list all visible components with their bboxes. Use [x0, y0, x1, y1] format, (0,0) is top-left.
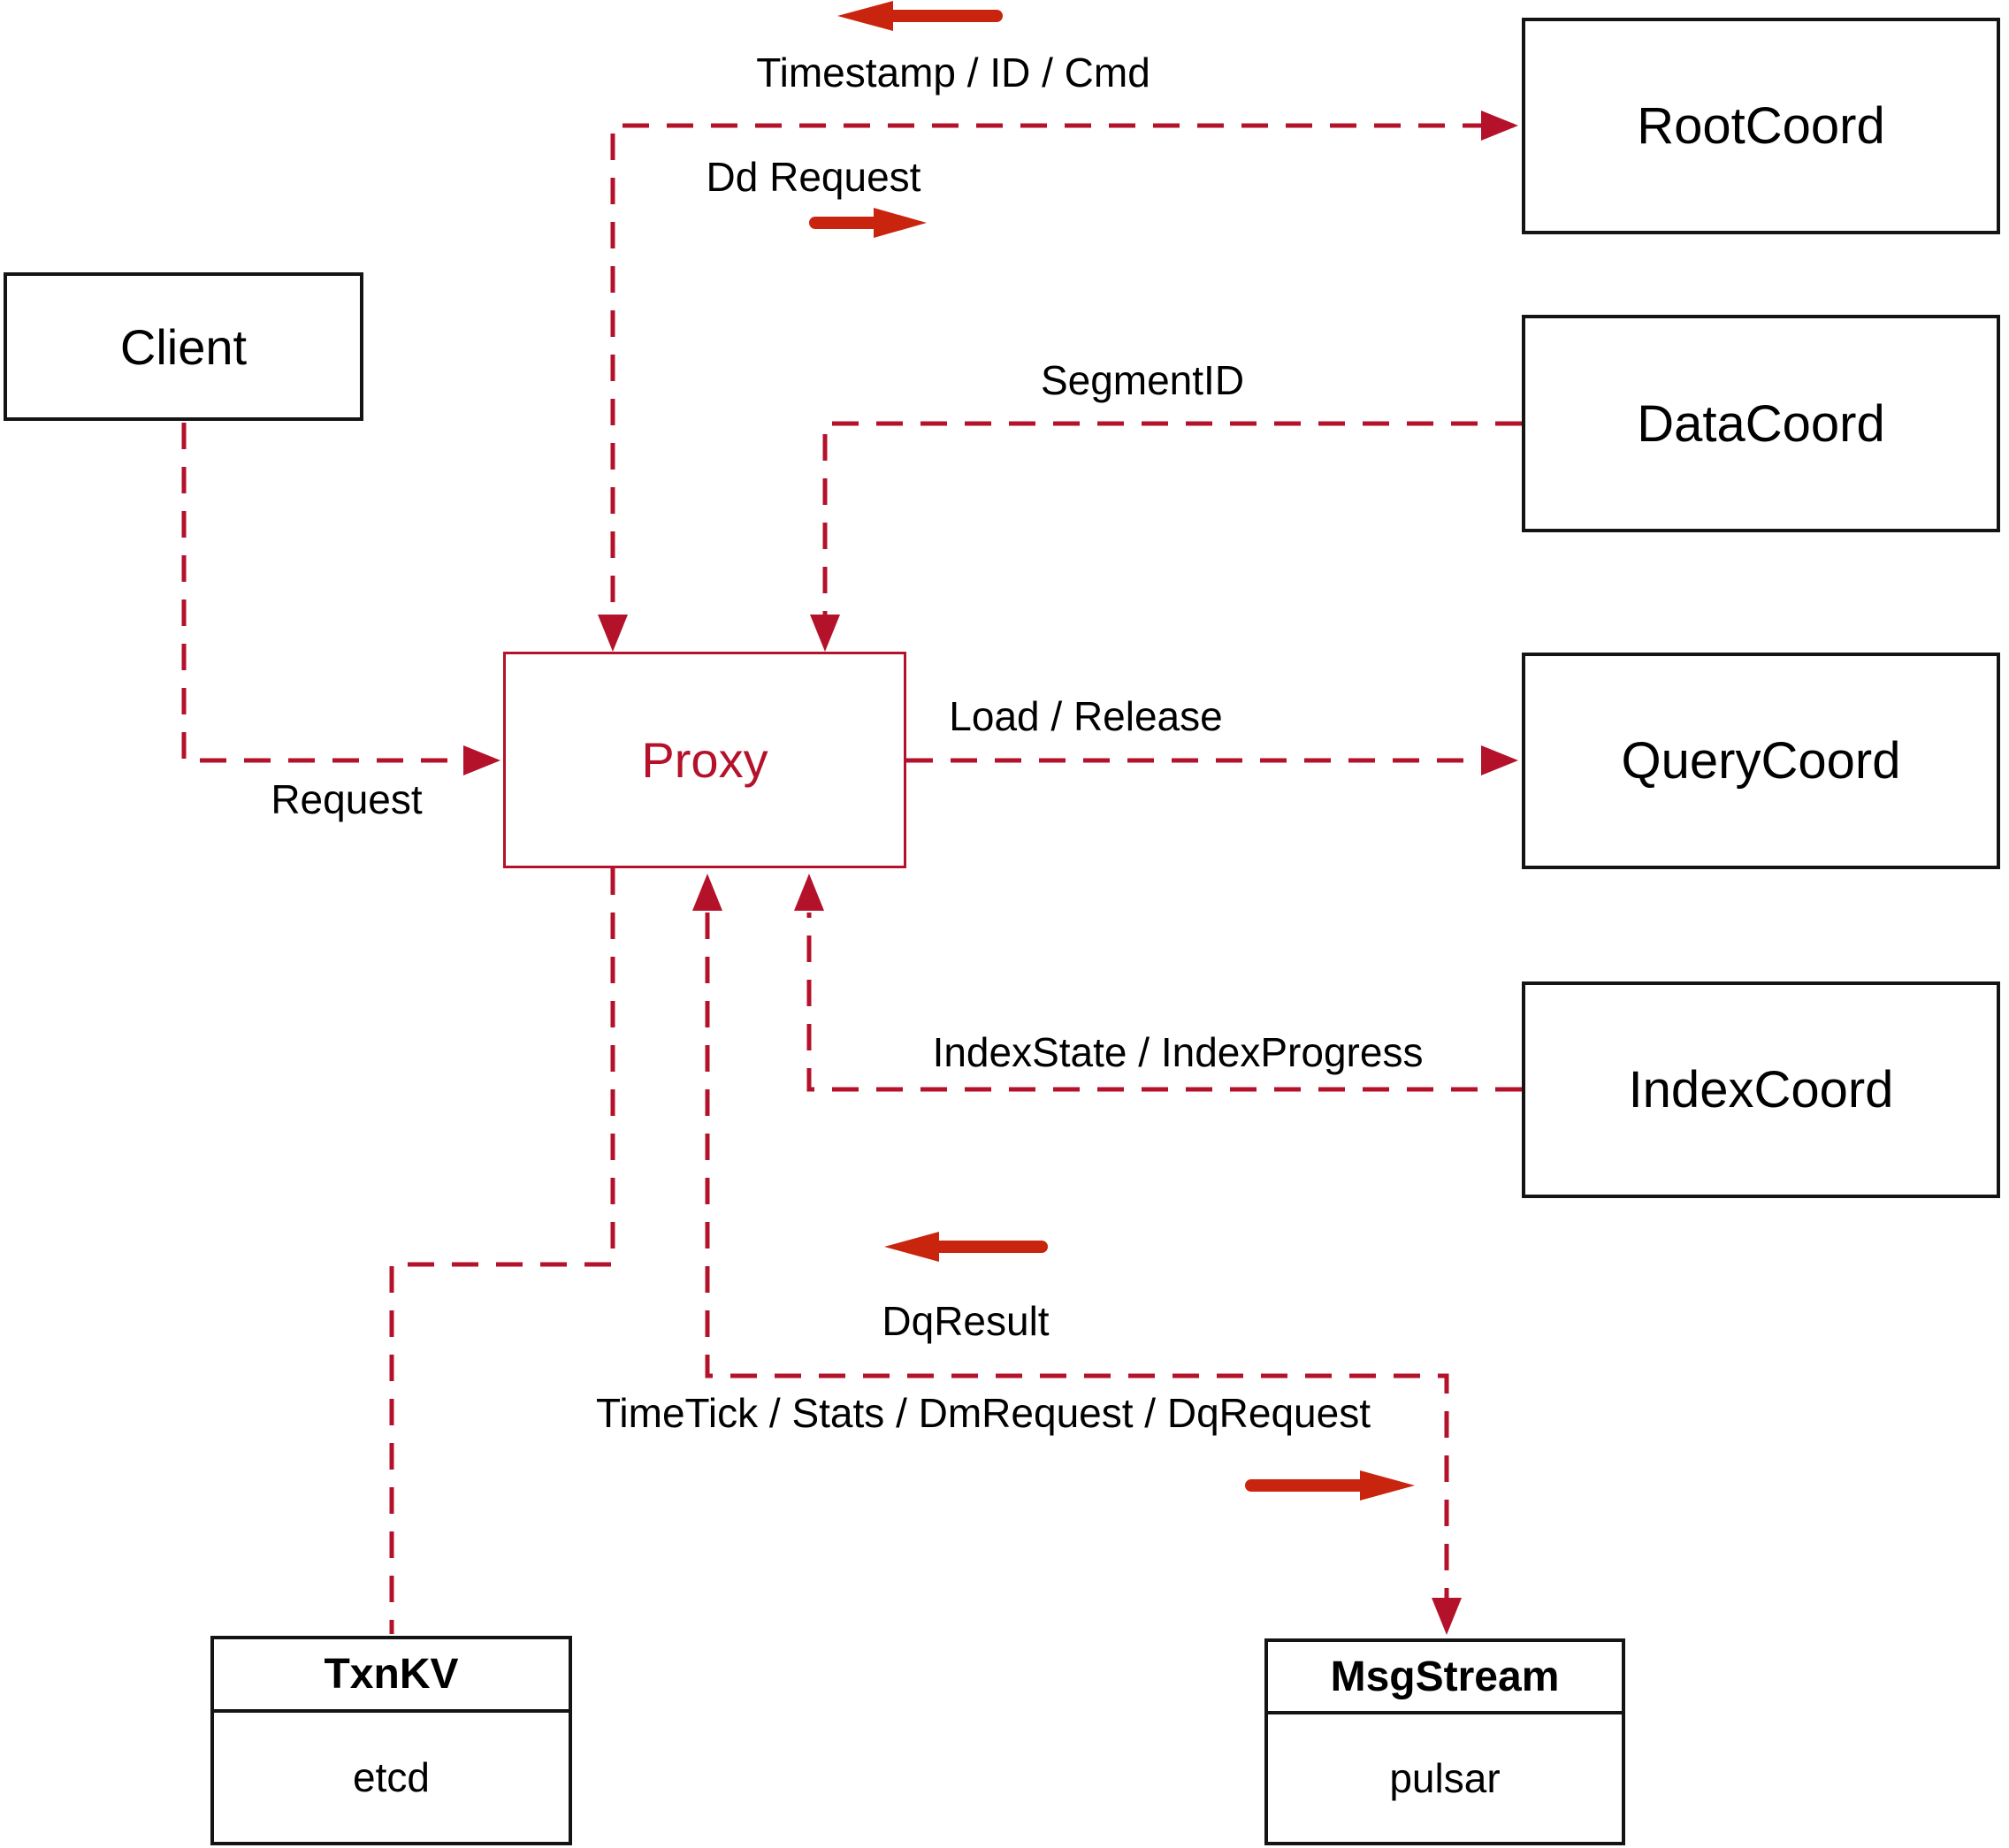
- arrowhead-into-rootcoord: [1481, 111, 1518, 141]
- dd-request-direction-arrow-head: [874, 208, 927, 238]
- edge-datacoord-proxy: [822, 421, 1522, 646]
- arrowhead-into-querycoord: [1481, 745, 1518, 775]
- edge-label-time-tick: TimeTick / Stats / DmRequest / DqRequest: [596, 1390, 1371, 1436]
- txnkv-node: TxnKV etcd: [210, 1636, 572, 1845]
- edge-client-proxy: [181, 423, 496, 763]
- querycoord-label: QueryCoord: [1621, 732, 1901, 790]
- datacoord-label: DataCoord: [1637, 394, 1885, 453]
- edge-label-request: Request: [271, 776, 423, 822]
- edge-label-dq-result: DqResult: [882, 1298, 1050, 1344]
- arrowhead-into-proxy-bottom-middle: [692, 874, 722, 911]
- client-node: Client: [4, 272, 363, 421]
- indexcoord-label: IndexCoord: [1628, 1061, 1894, 1119]
- arrowhead-into-proxy-left: [463, 745, 500, 775]
- rootcoord-label: RootCoord: [1637, 97, 1885, 155]
- edge-proxy-rootcoord: [610, 123, 1514, 646]
- timestamp-direction-arrow-head: [837, 1, 893, 31]
- edge-proxy-txnkv: [389, 868, 615, 1634]
- edge-label-timestamp: Timestamp / ID / Cmd: [756, 50, 1150, 95]
- edge-label-dd-request: Dd Request: [706, 154, 921, 200]
- dq-result-direction-arrow-head: [884, 1232, 939, 1262]
- msgstream-title: MsgStream: [1268, 1642, 1622, 1714]
- arrowhead-into-proxy-top-left: [598, 615, 628, 652]
- edge-indexcoord-proxy: [806, 913, 1522, 1092]
- txnkv-title: TxnKV: [214, 1639, 569, 1713]
- edge-label-index-state: IndexState / IndexProgress: [932, 1029, 1424, 1075]
- arrowhead-into-proxy-bottom-right: [794, 874, 824, 911]
- edge-label-load-release: Load / Release: [949, 693, 1223, 739]
- datacoord-node: DataCoord: [1522, 315, 2000, 532]
- edge-proxy-msgstream: [705, 913, 1449, 1598]
- msgstream-node: MsgStream pulsar: [1264, 1638, 1625, 1845]
- arrowhead-into-proxy-top-right: [810, 615, 840, 652]
- time-tick-direction-arrow-head: [1360, 1470, 1415, 1501]
- rootcoord-node: RootCoord: [1522, 18, 2000, 234]
- indexcoord-node: IndexCoord: [1522, 981, 2000, 1198]
- querycoord-node: QueryCoord: [1522, 653, 2000, 869]
- proxy-node: Proxy: [503, 652, 906, 868]
- proxy-label: Proxy: [641, 732, 768, 788]
- edge-label-segment-id: SegmentID: [1040, 357, 1245, 403]
- txnkv-subtitle: etcd: [353, 1754, 430, 1800]
- msgstream-subtitle: pulsar: [1389, 1755, 1501, 1801]
- arrowhead-into-msgstream: [1432, 1598, 1462, 1635]
- client-label: Client: [119, 318, 248, 375]
